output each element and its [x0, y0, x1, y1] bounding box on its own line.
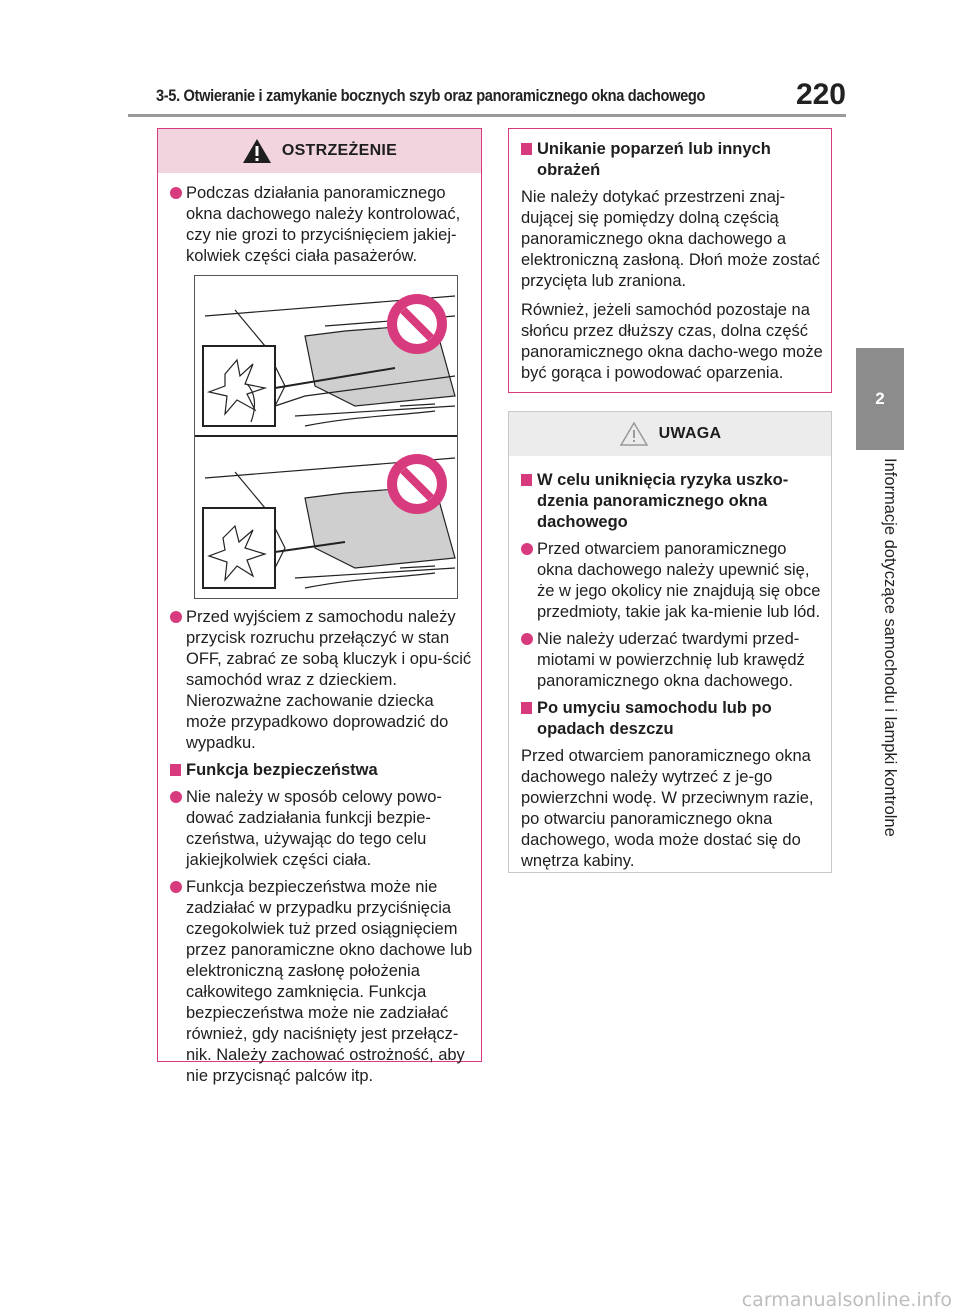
warning-title: OSTRZEŻENIE — [281, 142, 398, 159]
burn-paragraph-2: Również, jeżeli samochód pozostaje na sł… — [521, 301, 823, 382]
warning-bullet-2: Przed wyjściem z samochodu należy przyci… — [170, 607, 473, 754]
notice-bullet-2-text: Nie należy uderzać twardymi przed-miotam… — [537, 630, 805, 690]
warning-header: OSTRZEŻENIE — [158, 129, 481, 173]
burn-warning-box: Unikanie poparzeń lub innych obrażeń Nie… — [508, 128, 832, 393]
square-bullet-icon — [521, 143, 532, 155]
notice-bullet-1: Przed otwarciem panoramicznego okna dach… — [521, 539, 823, 623]
page-header: 3-5. Otwieranie i zamykanie bocznych szy… — [128, 78, 846, 120]
illustration-sunroof-pinch — [194, 275, 458, 599]
warning-bullet-2-text: Przed wyjściem z samochodu należy przyci… — [186, 608, 472, 752]
warning-bullet-4: Funkcja bezpieczeństwa może nie zadziała… — [170, 877, 473, 1087]
chapter-title: Informacje dotyczące samochodu i lampki … — [881, 458, 899, 837]
notice-heading-2-text: Po umyciu samochodu lub po opadach deszc… — [537, 699, 772, 738]
warning-box: OSTRZEŻENIE Podczas działania panoramicz… — [157, 128, 482, 1085]
warning-bullet-1: Podczas działania panoramicznego okna da… — [170, 183, 473, 267]
square-bullet-icon — [521, 474, 532, 486]
square-bullet-icon — [170, 764, 181, 776]
bullet-icon — [170, 791, 182, 803]
notice-heading-2: Po umyciu samochodu lub po opadach deszc… — [521, 698, 823, 740]
warning-bullet-1-text: Podczas działania panoramicznego okna da… — [186, 184, 461, 265]
notice-box: UWAGA W celu uniknięcia ryzyka uszko-dze… — [508, 411, 832, 873]
burn-heading: Unikanie poparzeń lub innych obrażeń — [521, 139, 823, 181]
burn-heading-text: Unikanie poparzeń lub innych obrażeń — [537, 140, 771, 179]
square-bullet-icon — [521, 702, 532, 714]
page-number: 220 — [795, 78, 846, 111]
bullet-icon — [170, 187, 182, 199]
warning-bullet-4-text: Funkcja bezpieczeństwa może nie zadziała… — [186, 878, 473, 1085]
notice-header: UWAGA — [509, 412, 831, 456]
header-divider — [128, 114, 846, 117]
notice-heading-1-text: W celu uniknięcia ryzyka uszko-dzenia pa… — [537, 471, 789, 531]
warning-triangle-icon — [242, 139, 271, 163]
warning-bullet-3: Nie należy w sposób celowy powo-dować za… — [170, 787, 473, 871]
prohibited-icon-bottom — [387, 454, 447, 514]
bullet-icon — [521, 633, 533, 645]
bullet-icon — [170, 611, 182, 623]
notice-bullet-2: Nie należy uderzać twardymi przed-miotam… — [521, 629, 823, 692]
chapter-tab[interactable]: 2 — [856, 348, 904, 450]
safety-function-heading: Funkcja bezpieczeństwa — [170, 760, 473, 781]
warning-bullet-3-text: Nie należy w sposób celowy powo-dować za… — [186, 788, 442, 869]
hand-inset-top — [202, 345, 276, 427]
notice-title: UWAGA — [658, 425, 722, 442]
notice-bullet-1-text: Przed otwarciem panoramicznego okna dach… — [537, 540, 821, 621]
burn-paragraph-1: Nie należy dotykać przestrzeni znaj-dują… — [521, 188, 820, 290]
notice-heading-1: W celu uniknięcia ryzyka uszko-dzenia pa… — [521, 470, 823, 533]
section-title: 3-5. Otwieranie i zamykanie bocznych szy… — [156, 86, 706, 105]
hand-inset-bottom — [202, 507, 276, 589]
safety-function-heading-text: Funkcja bezpieczeństwa — [186, 761, 378, 779]
bullet-icon — [521, 543, 533, 555]
watermark: carmanualsonline.info — [741, 1289, 952, 1311]
notice-paragraph: Przed otwarciem panoramicznego okna dach… — [521, 747, 814, 870]
bullet-icon — [170, 881, 182, 893]
caution-triangle-icon — [619, 421, 648, 446]
prohibited-icon-top — [387, 294, 447, 354]
